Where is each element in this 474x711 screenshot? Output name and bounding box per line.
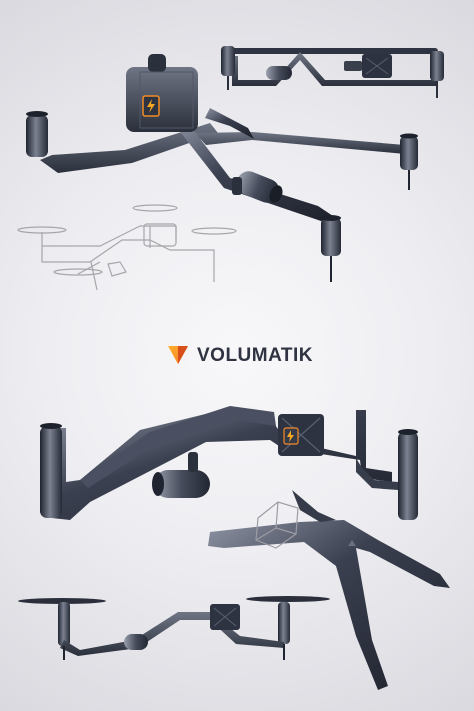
sketch-leg-left [90, 261, 98, 291]
drone-side-battery-mark [365, 57, 389, 75]
sketch-camera [107, 261, 127, 277]
sketch-rotor-left-bottom [53, 268, 103, 276]
drone-large-motor-right-top [398, 429, 418, 435]
drone-main-motor-rear-top [321, 215, 341, 221]
drone-main-camera [236, 171, 280, 203]
drone-main-motor-left-top [26, 111, 48, 117]
drone-folded-view [208, 490, 450, 690]
sketch-frame [41, 225, 215, 275]
drone-large-main-frame [52, 408, 392, 520]
drone-main-battery-top [148, 54, 166, 72]
drone-side-lower-frame [232, 52, 438, 86]
bolt-symbol-large-icon [287, 430, 294, 442]
drone-main-motor-rear [321, 218, 341, 256]
drone-side-arm [227, 48, 438, 54]
drone-main-perspective [26, 54, 418, 282]
drone-large-motor-left-top [40, 423, 62, 429]
drone-folded-logo-mark [348, 540, 356, 546]
drone-large-right-arm [356, 458, 398, 490]
drone-main-rear-arm [178, 119, 336, 221]
drone-folded-wireframe-box [255, 501, 299, 549]
drone-main-right-arm [195, 132, 405, 154]
sketch-battery [143, 223, 177, 247]
bolt-symbol-icon [147, 99, 155, 113]
drone-bottom-frame [60, 612, 284, 656]
drone-main-upper-strut [205, 108, 254, 139]
triangle-logo-icon [168, 346, 188, 364]
drone-main-battery-box [126, 67, 198, 132]
drone-folded-body [208, 520, 450, 690]
drone-large-motor-left [40, 426, 62, 518]
drone-bottom-camera [124, 634, 148, 650]
drone-large-battery-cross [281, 417, 321, 453]
drone-side-view-top [221, 46, 444, 98]
brand-name: VOLUMATIK [197, 344, 314, 366]
drone-large-motor-right [398, 432, 418, 520]
drone-main-battery-edge [139, 71, 194, 129]
drone-large-camera-lens [152, 472, 164, 496]
rotor-blade-left [18, 598, 106, 604]
drone-sketch-wireframe [17, 204, 237, 291]
drone-large-camera [154, 470, 210, 498]
drone-main-motor-left [26, 115, 48, 157]
drone-main-camera-lens [269, 185, 283, 203]
brand-lockup: VOLUMATIK [167, 340, 313, 370]
rotor-blade-right [246, 596, 330, 602]
drone-large-camera-mount [188, 452, 198, 472]
drone-side-battery-clip [344, 61, 362, 71]
drone-folded-top-arm [292, 490, 336, 522]
drone-bottom-battery-cross [213, 607, 237, 627]
drone-main-motor-right-top [400, 133, 418, 139]
drone-bottom-rotor-view [18, 596, 330, 660]
drone-bottom-motor-left [58, 602, 70, 646]
drone-bottom-motor-right [278, 602, 290, 644]
drone-large-upper-sweep [80, 406, 276, 488]
drone-main-left-arm [40, 123, 218, 173]
drone-main-camera-mount [232, 177, 242, 195]
sketch-rotor-right [191, 227, 237, 235]
drone-side-motor-left [221, 46, 235, 76]
sketch-rotor-top [132, 204, 178, 212]
drone-side-camera [266, 66, 292, 80]
drone-side-motor-right [430, 51, 444, 81]
drone-large-side-view [40, 406, 418, 520]
drone-main-motor-right [400, 136, 418, 170]
